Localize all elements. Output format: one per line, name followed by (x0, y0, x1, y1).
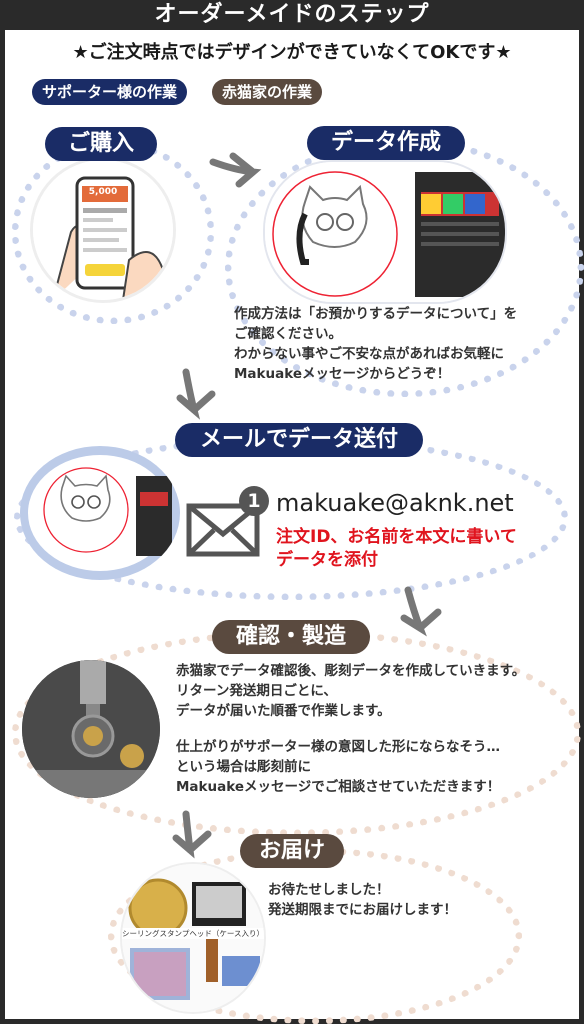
confirm-text-line: リターン発送期日ごとに、 (176, 683, 337, 699)
step-data-label: データ作成 (307, 126, 465, 160)
arrow-right-icon (209, 152, 262, 188)
mail-note-line: 注文ID、お名前を本文に書いて (276, 527, 517, 547)
mail-note-line: データを添付 (276, 550, 378, 570)
cat-drawing-small-icon (28, 455, 172, 571)
email-address[interactable]: makuake@aknk.net (276, 489, 514, 517)
data-text-line: 作成方法は「お預かりするデータについて」を (234, 306, 518, 322)
arrow-down-icon (172, 810, 212, 859)
engraving-machine-photo (22, 660, 160, 798)
step-deliver-label: お届け (240, 834, 344, 868)
data-text-line: ご確認ください。 (234, 326, 342, 342)
mail-count-badge: 1 (239, 486, 269, 516)
confirm-text-line: Makuakeメッセージでご相談させていただきます！ (176, 779, 501, 795)
machine-icon (22, 660, 160, 798)
mail-illustration-bubble (20, 446, 180, 580)
confirm-text-line: 仕上がりがサポーター様の意図した形にならなそう… (176, 739, 500, 755)
step-confirm-label: 確認・製造 (212, 620, 370, 654)
legend-akaneko: 赤猫家の作業 (212, 79, 323, 105)
phone-price-label: 5,000 (89, 187, 117, 197)
legend-supporter: サポーター様の作業 (32, 79, 188, 105)
step-purchase-label: ご購入 (45, 127, 157, 161)
data-text-line: Makuakeメッセージからどうぞ！ (234, 366, 451, 382)
data-text-line: わからない事やご不安な点があればお気軽に (234, 346, 504, 362)
purchase-illustration: 5,000 (30, 157, 176, 303)
confirm-text-line: 赤猫家でデータ確認後、彫刻データを作成していきます。 (176, 663, 526, 679)
arrow-down-icon (400, 586, 442, 637)
subtitle: ★ご注文時点ではデザインができていなくてOKです★ (72, 42, 512, 63)
step-mail-label: メールでデータ送付 (175, 423, 423, 457)
deliver-text-line: 発送期限までにお届けします！ (268, 902, 457, 918)
product-caption: シーリングスタンプヘッド（ケース入り） (122, 928, 264, 939)
arrow-down-icon (176, 368, 216, 420)
product-photo: シーリングスタンプヘッド（ケース入り） (120, 862, 266, 1014)
confirm-text-line: という場合は彫刻前に (176, 759, 311, 775)
phone-hand-icon: 5,000 (33, 160, 173, 300)
page-title: オーダーメイドのステップ (0, 0, 584, 30)
confirm-text-line: データが届いた順番で作業します。 (176, 703, 391, 719)
cat-drawing-icon (265, 162, 505, 302)
data-creation-illustration (263, 160, 507, 304)
deliver-text-line: お待たせしました！ (268, 882, 390, 898)
